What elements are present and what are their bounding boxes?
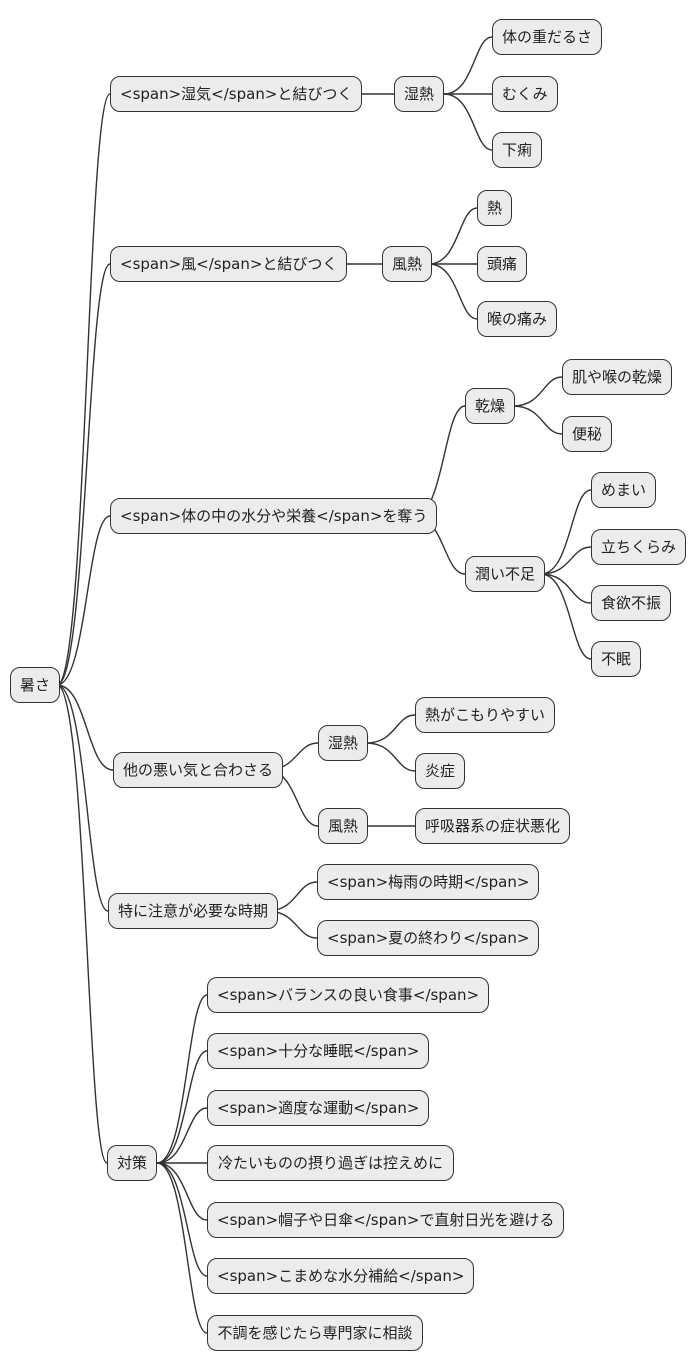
node-balanced-diet: <span>バランスの良い食事</span>	[207, 977, 490, 1013]
node-enough-sleep: <span>十分な睡眠</span>	[207, 1033, 430, 1069]
node-wind-link: <span>風</span>と結びつく	[110, 246, 348, 282]
node-sore-throat: 喉の痛み	[477, 301, 558, 337]
node-fluid-deficiency: 潤い不足	[465, 556, 546, 592]
node-heat-buildup: 熱がこもりやすい	[415, 697, 556, 733]
node-caution-periods: 特に注意が必要な時期	[108, 893, 279, 929]
edge	[156, 1162, 208, 1334]
node-moderate-exercise: <span>適度な運動</span>	[207, 1090, 430, 1126]
node-inflammation: 炎症	[415, 753, 466, 789]
edge	[512, 376, 563, 407]
node-countermeasures: 対策	[107, 1145, 158, 1181]
node-wind-heat-2: 風熱	[318, 808, 369, 844]
edge	[156, 1162, 208, 1277]
node-combines-other-evils: 他の悪い気と合わさる	[113, 752, 284, 788]
node-wind-heat: 風熱	[382, 246, 433, 282]
node-body-heaviness: 体の重だるさ	[492, 19, 603, 55]
edge	[540, 489, 592, 575]
node-late-summer: <span>夏の終わり</span>	[317, 920, 540, 956]
edge	[56, 684, 109, 912]
edge	[156, 1107, 208, 1164]
edge	[540, 546, 592, 575]
node-humidity-link: <span>湿気</span>と結びつく	[110, 76, 363, 112]
node-dry-skin-throat: 肌や喉の乾燥	[562, 359, 673, 395]
edge	[156, 1050, 208, 1164]
edge	[512, 405, 563, 435]
edge	[428, 207, 478, 265]
node-hydration: <span>こまめな水分補給</span>	[207, 1258, 475, 1294]
edge	[540, 573, 592, 660]
node-rainy-season: <span>梅雨の時期</span>	[317, 864, 540, 900]
edge	[443, 93, 493, 151]
edge	[56, 684, 114, 771]
edge	[428, 263, 478, 320]
node-consult-expert: 不調を感じたら専門家に相談	[207, 1315, 423, 1351]
edge	[56, 515, 111, 686]
edge	[443, 36, 493, 95]
edge	[56, 93, 111, 686]
node-lightheadedness: 立ちくらみ	[591, 529, 687, 565]
edge	[365, 742, 416, 772]
edge	[540, 573, 592, 604]
node-constipation: 便秘	[562, 416, 613, 452]
node-respiratory-worsening: 呼吸器系の症状悪化	[415, 808, 571, 844]
node-limit-cold-foods: 冷たいものの摂り過ぎは控えめに	[207, 1145, 454, 1181]
node-appetite-loss: 食欲不振	[591, 585, 672, 621]
edge	[156, 994, 208, 1164]
node-diarrhea: 下痢	[492, 132, 543, 168]
edge	[156, 1162, 208, 1221]
node-depletes-fluids: <span>体の中の水分や栄養</span>を奪う	[110, 498, 438, 534]
edge	[56, 263, 111, 686]
node-insomnia: 不眠	[591, 641, 642, 677]
edge	[56, 684, 108, 1164]
node-damp-heat-2: 湿熱	[318, 725, 369, 761]
node-dryness: 乾燥	[465, 388, 516, 424]
edge	[365, 714, 416, 744]
node-damp-heat: 湿熱	[394, 76, 445, 112]
node-swelling: むくみ	[492, 76, 558, 112]
node-hat-parasol: <span>帽子や日傘</span>で直射日光を避ける	[207, 1202, 565, 1238]
node-fever: 熱	[477, 190, 513, 226]
node-headache: 頭痛	[477, 246, 528, 282]
node-dizziness: めまい	[591, 472, 657, 508]
node-root-heat: 暑さ	[10, 667, 61, 703]
